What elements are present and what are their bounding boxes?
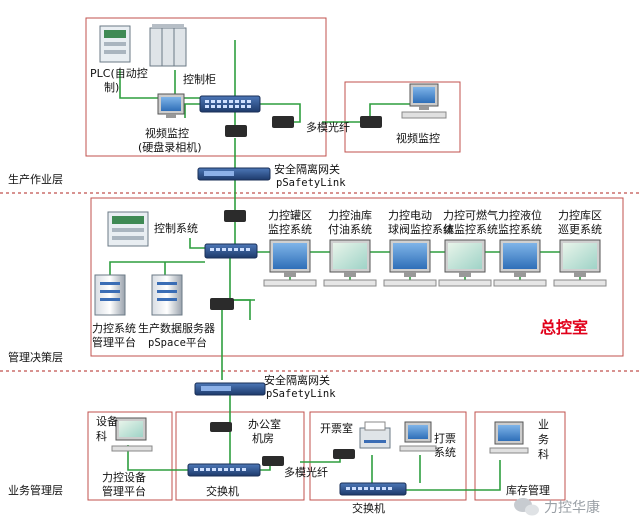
remote-video-monitor-icon [401,83,447,119]
switch-control-room-icon [204,243,258,259]
layer-business-label: 业务管理层 [8,483,63,497]
video-monitor-label-line2: (硬盘录相机) [138,140,202,154]
plc-label-line1: PLC(自动控 [90,66,148,80]
control-cabinet-icon [149,24,187,67]
monitor-label-4-line1: 力控可燃气 [443,208,498,222]
plc-icon [99,25,131,63]
monitor-label-4-line2: 体监控系统 [443,222,498,236]
equipment-dept-monitor-icon [111,417,153,452]
monitor-label-3-line1: 力控电动 [388,208,432,222]
control-system-icon [107,211,149,247]
server-data-label-line2: pSpace平台 [148,336,207,349]
ticket-system-monitor-icon [399,421,437,452]
equipment-dept-label-line2: 科 [96,429,107,443]
switch-ticket-label: 交换机 [352,501,385,515]
plc-label-line2: 制) [104,81,119,94]
business-dept-label-line3: 科 [538,447,549,461]
control-room-label: 总控室 [540,318,588,337]
gateway-top-label-line2: pSafetyLink [276,177,346,189]
workstation-monitor-1 [263,239,317,287]
switch-office-icon [187,463,261,477]
monitor-label-1-line2: 监控系统 [268,222,312,236]
box-remote-video [344,81,461,153]
layer-production-label: 生产作业层 [8,172,63,186]
equipment-platform-label-line2: 管理平台 [102,484,146,498]
watermark-text: 力控华康 [544,499,600,516]
box-ticket-room [309,411,467,501]
workstation-monitor-2 [323,239,377,287]
control-system-label: 控制系统 [154,221,198,235]
workstation-monitor-5 [493,239,547,287]
dvr-monitor-icon [157,93,185,118]
layer-management-label: 管理决策层 [8,350,63,364]
remote-video-label: 视频监控 [396,131,440,145]
workstation-monitor-4 [438,239,492,287]
equipment-dept-label-line1: 设备 [96,414,118,428]
converter-fiber-b-icon [333,449,355,459]
business-dept-label-line2: 务 [538,433,549,446]
box-production-site [85,17,327,157]
video-monitor-label-line1: 视频监控 [145,126,189,140]
box-office [175,411,305,501]
gateway-bottom-icon [194,382,266,396]
monitor-label-2-line1: 力控油库 [328,208,372,222]
ticket-system-label-line2: 系统 [434,446,456,459]
monitor-label-5-line2: 监控系统 [498,222,542,236]
inventory-label: 库存管理 [506,483,550,497]
server-management-label-line2: 管理平台 [92,335,136,349]
workstation-monitors [263,239,607,287]
monitor-label-1-line1: 力控罐区 [268,208,312,222]
box-control-room [90,197,624,357]
converter-fiber-a-icon [262,456,284,466]
monitor-label-2-line2: 付油系统 [328,222,372,236]
workstation-monitor-6 [553,239,607,287]
monitor-label-5-line1: 力控液位 [498,208,542,222]
server-management-label-line1: 力控系统 [92,321,136,335]
workstation-monitor-3 [383,239,437,287]
ticket-system-label-line1: 打票 [434,431,456,445]
office-label-line1: 办公室 [248,417,281,431]
converter-management-icon [224,210,246,222]
monitor-label-6-line2: 巡更系统 [558,223,602,236]
monitor-label-3-line2: 球阀监控系统 [388,222,454,236]
server-data-label-line1: 生产数据服务器 [138,321,215,335]
server-management-icon [94,274,126,316]
equipment-platform-label-line1: 力控设备 [102,470,146,484]
gateway-top-label-line1: 安全隔离网关 [274,162,340,176]
business-dept-monitor-icon [489,421,529,454]
control-cabinet-label: 控制柜 [183,72,216,86]
switch-ticket-icon [339,482,407,496]
wechat-icon [514,498,539,516]
monitor-label-6-line1: 力控库区 [558,208,602,222]
office-label-line2: 机房 [252,431,274,445]
gateway-bottom-label-line1: 安全隔离网关 [264,373,330,387]
server-data-icon [151,274,183,316]
fiber-top-label: 多模光纤 [306,120,350,134]
ticket-room-label: 开票室 [320,421,353,435]
box-equipment-dept [87,411,173,501]
fiber-converter-icon [225,116,382,137]
gateway-bottom-label-line2: pSafetyLink [266,388,336,400]
converter-lower-icon [210,298,234,310]
converter-office-icon [210,422,232,432]
printer-icon [359,421,391,449]
switch-office-label: 交换机 [206,484,239,498]
gateway-top-icon [197,167,271,181]
business-dept-label-line1: 业 [538,418,549,431]
switch-production-icon [199,95,261,113]
fiber-bottom-label: 多模光纤 [284,465,328,479]
